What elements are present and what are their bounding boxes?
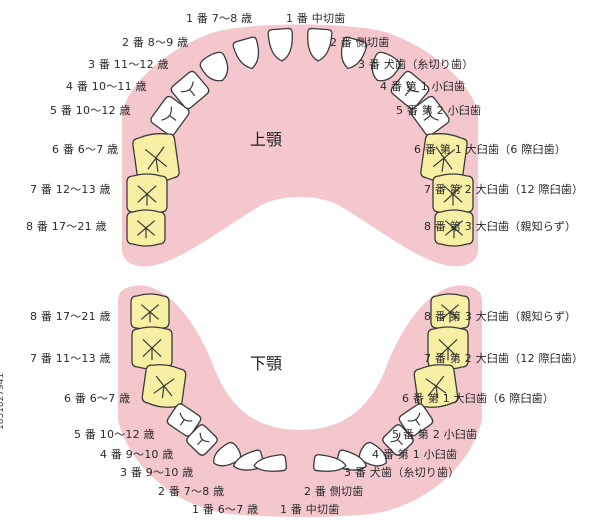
lower-left-tooth-3 <box>141 364 187 408</box>
upper-right-label-5: 5 番 第 2 小臼歯 <box>396 104 482 117</box>
lower-right-tooth-5 <box>382 424 414 456</box>
lower-right-label-2: 2 番 側切歯 <box>304 485 364 498</box>
upper-gum <box>121 24 479 267</box>
lower-right-label-4: 4 番 第 1 小臼歯 <box>372 448 458 461</box>
upper-left-tooth-3 <box>199 51 229 82</box>
upper-left-label-7: 7 番 12～13 歳 <box>30 183 111 196</box>
upper-left-label-8: 8 番 17～21 歳 <box>26 220 107 233</box>
upper-right-label-7: 7 番 第 2 大臼歯（12 際臼歯） <box>424 183 584 196</box>
upper-right-tooth-8 <box>434 209 474 247</box>
upper-right-label-6: 6 番 第 1 大臼歯（6 際臼歯） <box>414 143 567 156</box>
upper-left-tooth-4 <box>170 70 210 110</box>
upper-right-label-4: 4 番 第 1 小臼歯 <box>380 80 466 93</box>
upper-right-tooth-4 <box>390 70 430 110</box>
lower-right-tooth-8 <box>312 454 347 472</box>
lower-left-tooth-8 <box>253 454 288 472</box>
lower-left-tooth-2 <box>131 326 173 370</box>
upper-left-label-2: 2 番 8～9 歳 <box>122 36 189 49</box>
lower-right-label-6: 6 番 第 1 大臼歯（6 際臼歯） <box>402 392 555 405</box>
upper-left-tooth-7 <box>126 173 168 215</box>
upper-left-tooth-6 <box>132 133 180 183</box>
lower-right-tooth-3 <box>413 364 459 408</box>
lower-right-tooth-1 <box>430 293 470 331</box>
upper-left-tooth-5 <box>150 95 190 137</box>
lower-left-label-4: 4 番 9～10 歳 <box>100 448 174 461</box>
upper-teeth <box>126 27 474 247</box>
lower-left-label-1: 1 番 6～7 歳 <box>192 503 259 516</box>
upper-right-tooth-2 <box>340 36 368 70</box>
lower-right-label-5: 5 番 第 2 小臼歯 <box>392 428 478 441</box>
upper-left-label-5: 5 番 10～12 歳 <box>50 104 131 117</box>
upper-right-tooth-5 <box>410 95 450 137</box>
lower-left-tooth-4 <box>166 403 202 437</box>
lower-right-tooth-4 <box>398 403 434 437</box>
lower-left-label-6: 6 番 6～7 歳 <box>64 392 131 405</box>
upper-left-label-3: 3 番 11～12 歳 <box>88 58 169 71</box>
side-id: 1831827941 <box>0 372 6 430</box>
upper-left-label-1: 1 番 7～8 歳 <box>186 12 253 25</box>
upper-left-label-4: 4 番 10～11 歳 <box>66 80 147 93</box>
lower-left-tooth-1 <box>130 293 170 331</box>
lower-left-label-2: 2 番 7～8 歳 <box>158 485 225 498</box>
upper-right-label-2: 2 番 側切歯 <box>330 36 390 49</box>
upper-left-tooth-2 <box>232 36 260 70</box>
lower-right-tooth-2 <box>427 326 469 370</box>
upper-right-label-1: 1 番 中切歯 <box>286 12 346 25</box>
lower-left-label-3: 3 番 9～10 歳 <box>120 466 194 479</box>
upper-right-tooth-3 <box>371 51 401 82</box>
lower-teeth <box>130 293 470 472</box>
lower-right-label-1: 1 番 中切歯 <box>280 503 340 516</box>
upper-jaw-title: 上顎 <box>250 130 283 149</box>
upper-left-tooth-8 <box>126 209 166 247</box>
lower-jaw-title: 下顎 <box>250 354 283 373</box>
lower-left-tooth-5 <box>186 424 218 456</box>
lower-right-label-7: 7 番 第 2 大臼歯（12 際臼歯） <box>424 352 584 365</box>
upper-left-label-6: 6 番 6～7 歳 <box>52 143 119 156</box>
lower-left-label-8: 8 番 17～21 歳 <box>30 310 111 323</box>
upper-right-label-3: 3 番 犬歯（糸切り歯） <box>358 58 474 71</box>
upper-left-tooth-1 <box>267 27 293 62</box>
upper-right-label-8: 8 番 第 3 大臼歯（親知らず） <box>424 220 577 233</box>
lower-right-label-3: 3 番 犬歯（糸切り歯） <box>344 466 460 479</box>
upper-right-tooth-1 <box>307 27 333 62</box>
lower-gum <box>118 285 482 517</box>
lower-left-label-7: 7 番 11～13 歳 <box>30 352 111 365</box>
lower-left-label-5: 5 番 10～12 歳 <box>74 428 155 441</box>
lower-right-label-8: 8 番 第 3 大臼歯（親知らず） <box>424 310 577 323</box>
lower-right-tooth-6 <box>358 441 387 467</box>
